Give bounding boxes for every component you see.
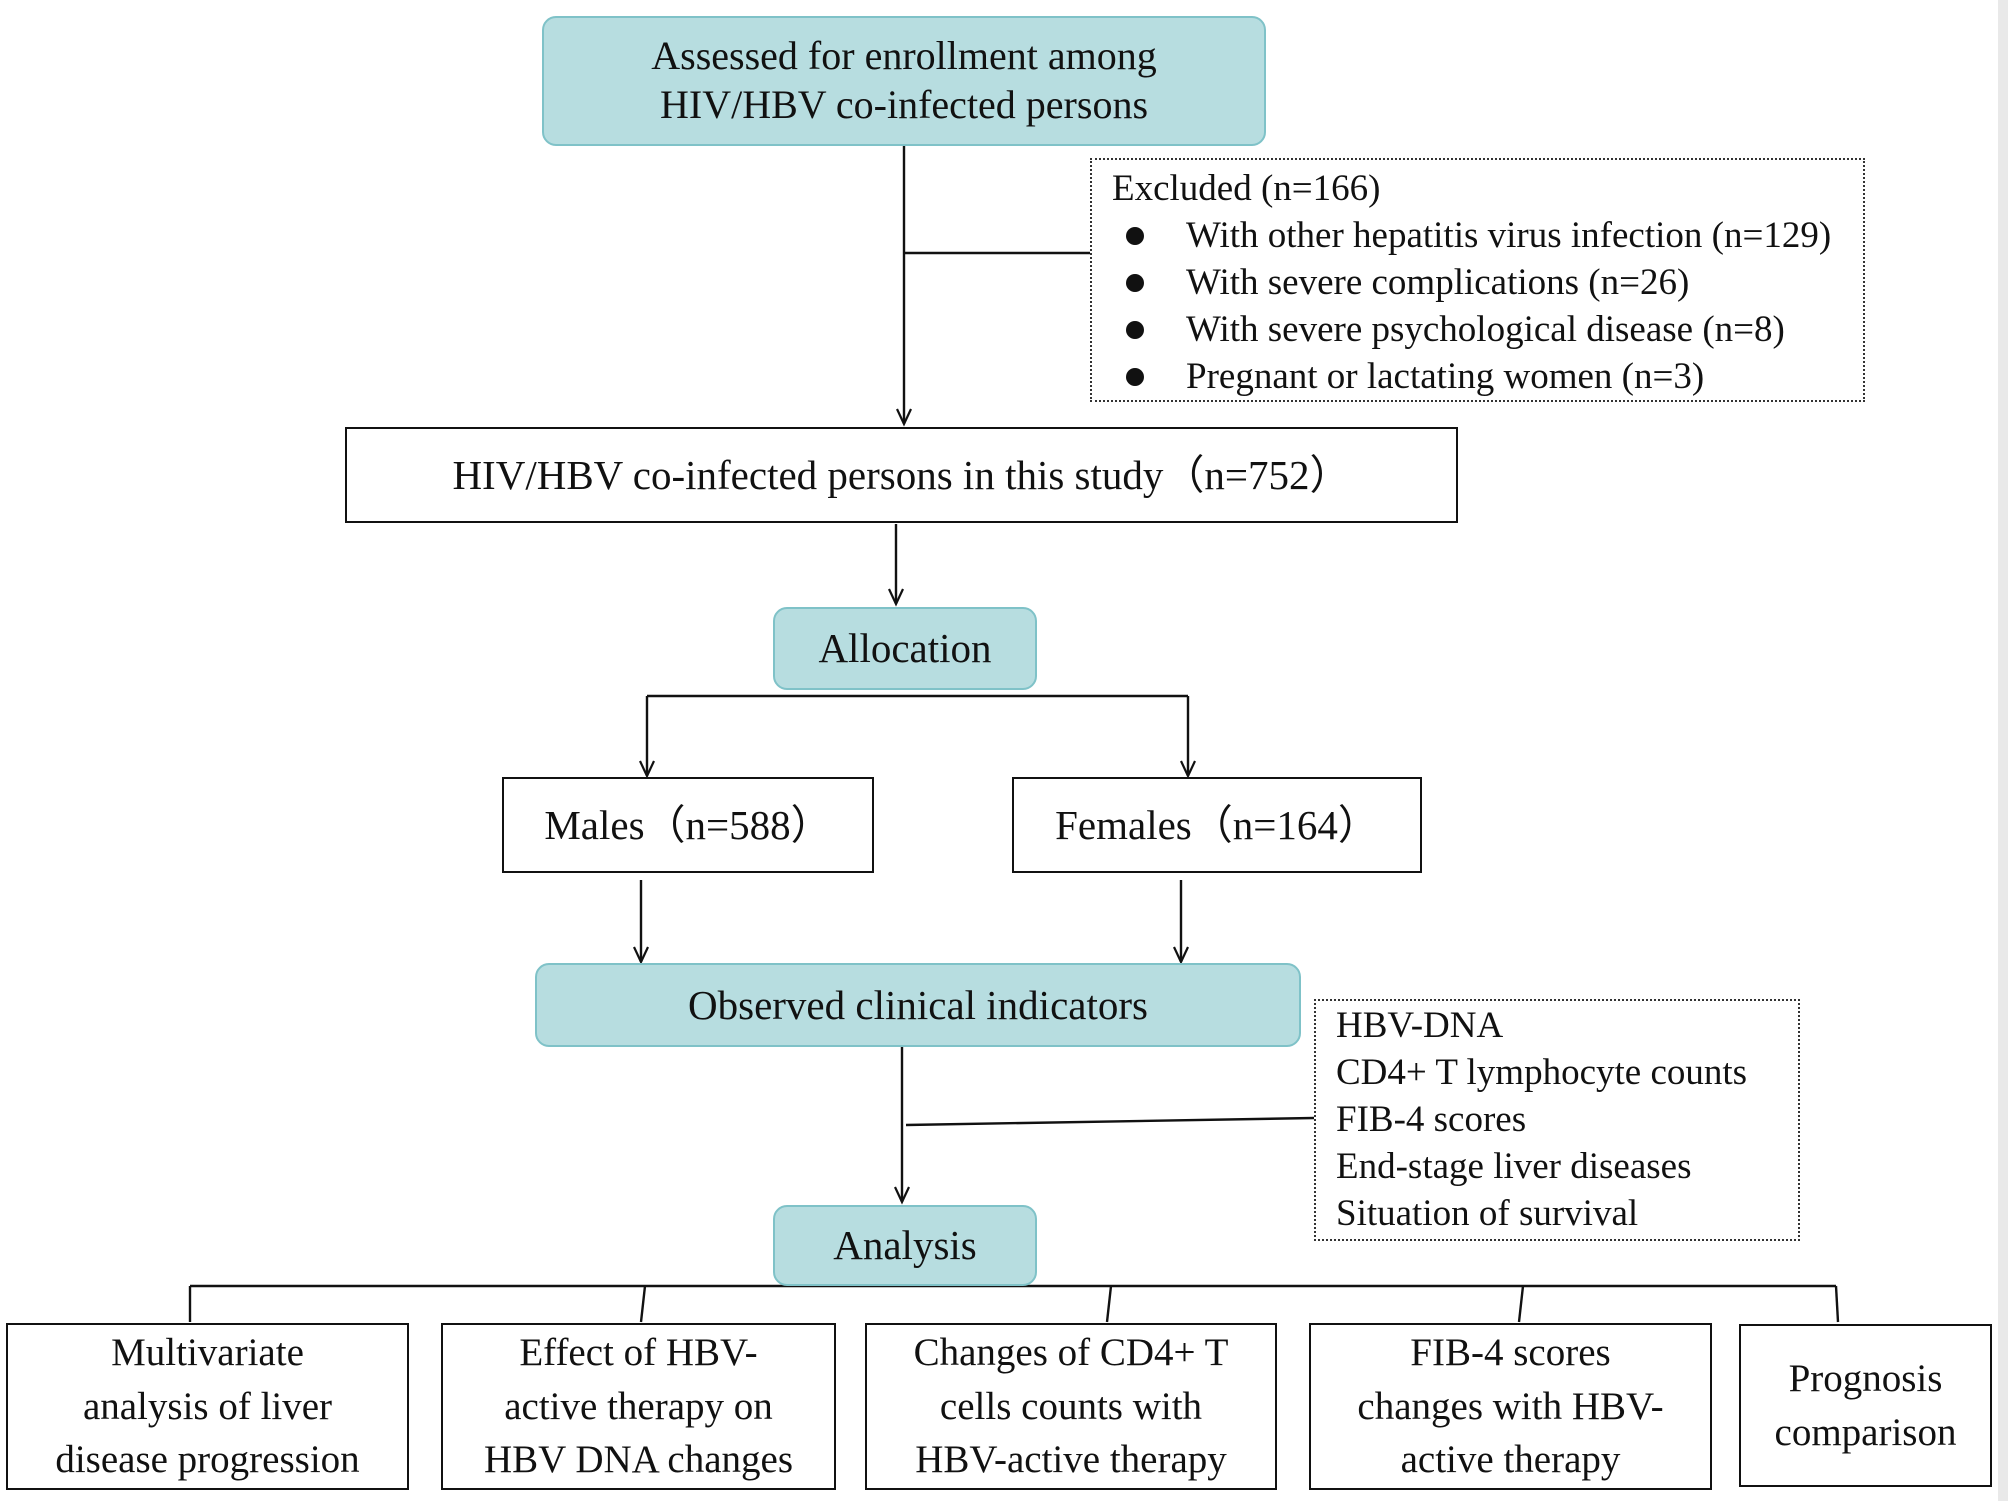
outcome-line: Changes of CD4+ T <box>913 1330 1229 1374</box>
excluded-title: Excluded (n=166) <box>1112 168 1381 209</box>
outcome-line: changes with HBV- <box>1357 1384 1664 1428</box>
connector-outcome-4 <box>1517 1285 1525 1323</box>
excluded-item-label: Pregnant or lactating women (n=3) <box>1186 355 1705 397</box>
connector-indicators <box>905 1116 1315 1127</box>
observed-indicators-box: Observed clinical indicators <box>535 963 1301 1047</box>
enrollment-line-2: HIV/HBV co-infected persons <box>659 82 1149 127</box>
outcome-box-fib4-changes: FIB-4 scores changes with HBV- active th… <box>1309 1323 1712 1490</box>
outcome-line: analysis of liver <box>82 1384 333 1428</box>
outcome-line: Effect of HBV- <box>519 1330 758 1374</box>
indicator-item: CD4+ T lymphocyte counts <box>1336 1051 1748 1093</box>
indicators-box: HBV-DNA CD4+ T lymphocyte counts FIB-4 s… <box>1314 999 1800 1241</box>
bullet-icon <box>1126 227 1144 246</box>
outcome-line: Multivariate <box>111 1330 304 1374</box>
outcome-line: cells counts with <box>939 1384 1203 1428</box>
outcome-line: FIB-4 scores <box>1410 1330 1611 1374</box>
excluded-item: With other hepatitis virus infection (n=… <box>1112 213 1863 260</box>
study-population-label: HIV/HBV co-infected persons in this stud… <box>452 451 1351 498</box>
outcome-line: active therapy on <box>504 1384 773 1428</box>
outcome-box-liver-progression: Multivariate analysis of liver disease p… <box>6 1323 409 1490</box>
observed-indicators-label: Observed clinical indicators <box>688 981 1148 1028</box>
excluded-box: Excluded (n=166) With other hepatitis vi… <box>1090 158 1865 402</box>
bullet-icon <box>1126 274 1144 293</box>
study-population-box: HIV/HBV co-infected persons in this stud… <box>345 427 1458 523</box>
outcome-line: active therapy <box>1400 1438 1621 1482</box>
connector-outcome-5 <box>1834 1285 1840 1323</box>
outcome-line: disease progression <box>55 1438 360 1482</box>
excluded-item: With severe psychological disease (n=8) <box>1112 307 1863 354</box>
bullet-icon <box>1126 321 1144 340</box>
outcome-line: comparison <box>1774 1410 1957 1454</box>
indicator-item: FIB-4 scores <box>1336 1098 1527 1140</box>
outcome-box-prognosis: Prognosis comparison <box>1739 1324 1992 1487</box>
outcome-line: Prognosis <box>1788 1356 1943 1400</box>
females-box: Females（n=164） <box>1012 777 1422 873</box>
indicator-item: Situation of survival <box>1336 1192 1639 1234</box>
excluded-item: With severe complications (n=26) <box>1112 260 1863 307</box>
outcome-line: HBV DNA changes <box>483 1438 794 1482</box>
outcome-box-hbv-dna: Effect of HBV- active therapy on HBV DNA… <box>441 1323 836 1490</box>
connector-outcome-3 <box>1105 1285 1113 1323</box>
bullet-icon <box>1126 368 1144 387</box>
indicator-item: End-stage liver diseases <box>1336 1145 1692 1187</box>
window-right-edge <box>1998 0 2008 1501</box>
enrollment-line-1: Assessed for enrollment among <box>651 33 1157 79</box>
males-box: Males（n=588） <box>502 777 874 873</box>
indicator-item: HBV-DNA <box>1336 1005 1504 1046</box>
allocation-label: Allocation <box>818 625 992 672</box>
excluded-item: Pregnant or lactating women (n=3) <box>1112 354 1863 401</box>
enrollment-box: Assessed for enrollment among HIV/HBV co… <box>542 16 1266 146</box>
excluded-item-label: With severe psychological disease (n=8) <box>1186 308 1785 350</box>
females-label: Females（n=164） <box>1055 801 1379 848</box>
connector-outcome-2 <box>639 1285 647 1323</box>
outcome-box-cd4-changes: Changes of CD4+ T cells counts with HBV-… <box>865 1323 1277 1490</box>
outcome-line: HBV-active therapy <box>915 1438 1227 1482</box>
excluded-item-label: With severe complications (n=26) <box>1186 261 1690 303</box>
males-label: Males（n=588） <box>544 801 832 848</box>
excluded-item-label: With other hepatitis virus infection (n=… <box>1186 214 1832 256</box>
analysis-label: Analysis <box>833 1222 977 1269</box>
analysis-box: Analysis <box>773 1205 1037 1286</box>
allocation-box: Allocation <box>773 607 1037 690</box>
